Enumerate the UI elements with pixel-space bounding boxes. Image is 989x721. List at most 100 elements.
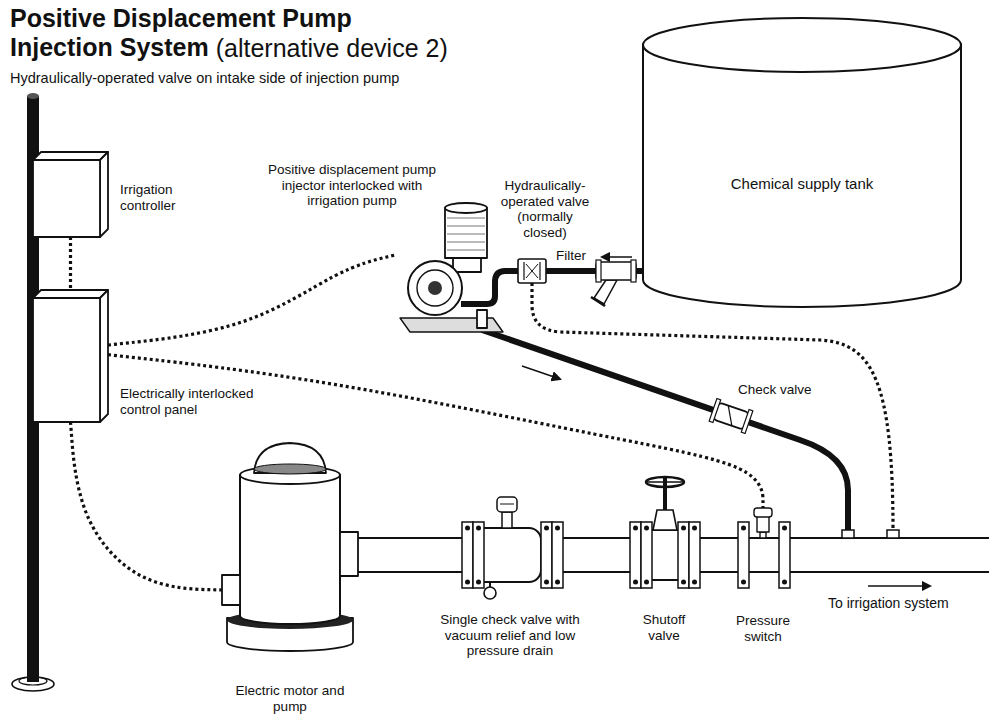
pipe-flange xyxy=(544,526,549,531)
filter-symbol xyxy=(596,262,636,280)
shutoff-valve-body xyxy=(663,478,667,510)
controller-box-outline xyxy=(33,152,108,160)
flow-arrow xyxy=(868,585,930,587)
shutoff-valve-body xyxy=(653,510,677,530)
pipe-flange xyxy=(741,526,746,531)
pipe-flange xyxy=(644,580,649,585)
mounting-pole xyxy=(27,93,39,99)
pipe-flange xyxy=(633,526,638,531)
pipe-flange xyxy=(476,526,481,531)
filter-symbol xyxy=(631,260,636,282)
injector-pump-outline xyxy=(447,226,485,227)
injector-pump-outline xyxy=(417,270,453,306)
node-label: Positive displacement pump injector inte… xyxy=(262,162,442,209)
check-valve-body xyxy=(502,512,512,528)
pipe-flange xyxy=(681,526,686,531)
injector-pump-outline xyxy=(408,261,462,315)
filter-symbol xyxy=(591,297,605,306)
control-wire xyxy=(108,255,395,345)
node-label: Electrically interlocked control panel xyxy=(120,386,280,417)
pressure-switch-outline xyxy=(752,508,774,538)
control-panel-box-outline xyxy=(100,290,108,422)
controller-box-outline xyxy=(33,160,100,237)
injector-pump: Positive displacement pump injector inte… xyxy=(395,200,505,340)
pipe-flange xyxy=(641,522,652,588)
part-label: Hydraulically-operated valve (normally c… xyxy=(495,178,595,240)
part-label: Filter xyxy=(556,248,586,264)
control-panel-box-outline xyxy=(33,290,108,298)
controller-box: Irrigation controller xyxy=(33,152,108,237)
supply-tank-outline xyxy=(643,44,961,307)
motor-pump-outline xyxy=(222,440,358,658)
injection-line xyxy=(482,330,848,530)
pipe-flange xyxy=(692,526,697,531)
control-wire xyxy=(69,237,72,290)
pipe-flange xyxy=(782,526,787,531)
check-valve-symbol xyxy=(741,410,753,434)
check-valve-body xyxy=(497,497,517,512)
injector-pump-outline xyxy=(477,310,487,328)
shutoff-valve-body xyxy=(646,477,684,487)
filter-symbol xyxy=(591,260,636,306)
injector-pump-outline xyxy=(453,258,481,272)
injection-line xyxy=(522,366,560,379)
pipe-flange xyxy=(782,580,787,585)
motor-pump-outline xyxy=(340,532,358,576)
pipe-flange xyxy=(465,580,470,585)
control-panel-box-outline xyxy=(33,298,100,422)
injector-pump-outline xyxy=(447,250,485,251)
pipe-flange xyxy=(689,522,700,588)
injection-line xyxy=(482,330,848,530)
pipe-flange xyxy=(678,522,689,588)
injector-pump-outline xyxy=(395,200,505,340)
motor-pump-outline xyxy=(254,464,326,474)
pipe-flange xyxy=(738,522,749,588)
flow-arrow xyxy=(602,256,632,258)
pipe-flange xyxy=(544,580,549,585)
pipe-flange xyxy=(462,522,473,588)
injector-pump-outline xyxy=(447,218,485,219)
supply-tank-outline xyxy=(643,18,961,72)
hydraulic-valve-symbol xyxy=(526,264,538,278)
part-label: To irrigation system xyxy=(828,595,949,611)
node-label: Electric motor and pump xyxy=(230,683,350,714)
filter-symbol xyxy=(596,260,601,282)
pressure-switch-outline xyxy=(760,532,766,538)
pipe-flange xyxy=(552,522,563,588)
node-label: Pressure switch xyxy=(728,613,798,644)
pressure-switch-outline xyxy=(754,508,772,517)
check-valve-body xyxy=(500,504,514,505)
controller-box-outline xyxy=(33,152,108,237)
check-valve-symbol xyxy=(722,406,737,426)
check-valve-symbol xyxy=(709,398,753,433)
hydraulic-valve-symbol xyxy=(518,259,546,283)
main-pipe xyxy=(887,530,899,538)
pipe-flange xyxy=(692,580,697,585)
hydraulic-valve-symbol xyxy=(518,259,546,283)
pipe-flange xyxy=(555,580,560,585)
hydraulic-valve-symbol xyxy=(539,262,540,280)
injector-pump-outline xyxy=(428,281,442,295)
part-label: Single check valve with vacuum relief an… xyxy=(440,612,580,659)
control-panel-box: Electrically interlocked control panel xyxy=(33,290,108,422)
pipe-flange xyxy=(541,522,552,588)
motor-pump-outline xyxy=(240,475,340,624)
pipe-flange xyxy=(473,522,484,588)
injector-pump-outline xyxy=(447,242,485,243)
pipe-flange xyxy=(462,522,790,588)
pipe-flange xyxy=(555,526,560,531)
injector-pump-outline xyxy=(445,203,487,213)
injector-pump-outline xyxy=(461,271,505,304)
valve-control-line xyxy=(532,283,893,530)
supply-tank: Chemical supply tank xyxy=(642,17,962,308)
controller-box-outline xyxy=(100,152,108,237)
control-wire xyxy=(108,355,763,508)
pipe-flange xyxy=(630,522,641,588)
supply-tank-outline xyxy=(642,17,962,308)
part-label: Shutoff valve xyxy=(632,612,696,643)
valve-control-line xyxy=(532,283,893,530)
hydraulic-valve-symbol xyxy=(523,262,524,280)
pipe-flange xyxy=(644,526,649,531)
pressure-switch-outline xyxy=(757,516,769,532)
